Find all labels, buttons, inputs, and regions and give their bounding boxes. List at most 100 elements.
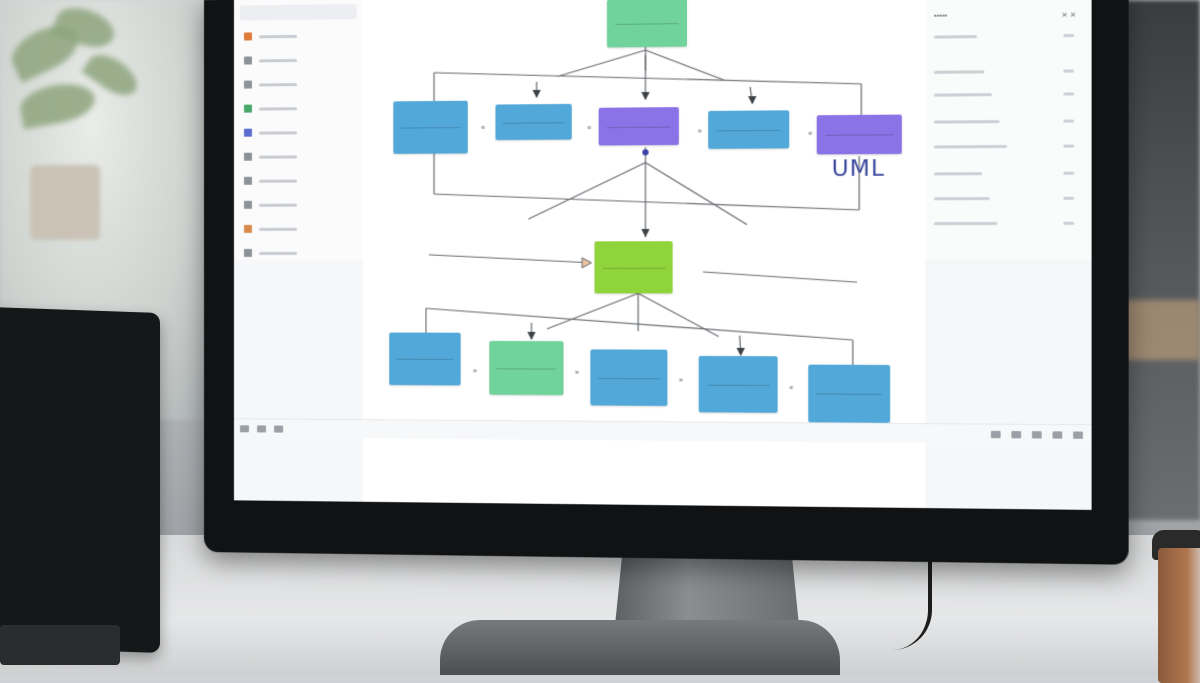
property-row[interactable] [933,33,1075,39]
fit-icon[interactable] [274,425,284,433]
connector-line [434,68,861,87]
property-value [1063,144,1075,148]
class-icon [243,128,252,137]
diagram-node-center[interactable] [594,241,673,294]
diagram-node[interactable] [698,355,778,413]
diagram-node[interactable] [708,110,790,149]
arrowhead [748,96,757,105]
diagram-node[interactable] [598,107,679,146]
arrowhead [641,228,650,238]
property-row[interactable] [933,119,1075,124]
edge-marker: « [587,125,591,132]
sidebar-search[interactable] [239,3,357,21]
zoom-in-icon[interactable] [1011,430,1022,438]
diagram-node[interactable] [489,340,564,396]
sidebar-item-label [259,251,298,255]
diagram-canvas[interactable]: « « » « » » » « UML [362,0,926,509]
connector-line [557,50,645,76]
monitor-screen: « « » « » » » « UML [233,0,1092,510]
property-value [1063,69,1075,73]
fullscreen-icon[interactable] [1031,430,1042,439]
property-label [933,221,998,226]
sidebar-item[interactable] [234,120,363,145]
edge-marker: « [481,125,485,132]
connector-dot [642,149,649,156]
property-label [933,172,983,176]
diagram-node-root[interactable] [606,0,688,48]
edge-marker: « [789,385,793,392]
sidebar-item-label [259,179,298,183]
sidebar-item[interactable] [234,217,363,241]
sidebar-item[interactable] [234,96,363,121]
property-row[interactable] [933,92,1075,97]
property-value [1063,119,1075,123]
property-label [933,197,990,201]
zoom-out-icon[interactable] [990,430,1001,438]
arrowhead [527,331,536,341]
sidebar-item-label [259,82,298,86]
coffee-cup [1158,548,1200,683]
sidebar-item-label [259,203,298,207]
sidebar-item[interactable] [234,241,363,265]
sidebar-item-label [259,58,298,62]
connector-line [528,163,645,220]
laptop-keyboard [0,625,120,665]
connector-icon [243,80,252,89]
status-right-icons [990,430,1083,439]
sidebar-item[interactable] [234,71,363,96]
note-icon [243,152,252,161]
layers-icon[interactable] [257,424,267,432]
arrowhead [736,347,745,357]
sidebar-item[interactable] [234,192,363,217]
property-value [1063,196,1075,200]
properties-panel: ▪▪▪▪▪ ✕ ✕ [925,0,1092,260]
close-icon[interactable]: ✕ ✕ [1061,11,1077,20]
settings-icon[interactable] [1052,430,1063,439]
property-row[interactable] [933,196,1075,201]
shape-library-sidebar [233,0,364,260]
sidebar-item[interactable] [234,168,363,193]
property-value [1063,33,1075,38]
diagram-node[interactable] [590,349,668,406]
connector-line [703,272,857,282]
diagram-node[interactable] [393,100,468,154]
connector-line [547,293,638,329]
connector-line [434,192,859,211]
monitor-bezel: « « » « » » » « UML [204,0,1129,565]
sidebar-item-label [259,34,298,38]
property-value [1063,221,1075,225]
help-icon[interactable] [1073,430,1083,439]
diagram-node[interactable] [495,103,572,141]
grid-icon[interactable] [239,424,249,432]
diagram-node[interactable] [808,364,891,423]
component-icon [243,176,252,185]
diagram-node[interactable] [816,114,902,155]
arrowhead [641,91,650,101]
sidebar-item-label [259,154,298,159]
property-label [933,120,1000,124]
edge-marker: » [473,368,477,375]
property-row[interactable] [933,144,1075,149]
shape-icon [243,32,252,41]
property-row[interactable] [933,171,1075,176]
connector-line [645,162,747,225]
folder-icon [243,224,252,233]
monitor-stand-base [440,620,840,675]
sidebar-item[interactable] [234,47,363,72]
connector-line [645,49,723,81]
property-row[interactable] [933,221,1075,226]
property-label [933,144,1008,149]
connector-line [429,255,590,263]
diagram-node[interactable] [389,332,461,386]
property-row[interactable] [933,69,1075,74]
sidebar-item-label [259,227,298,231]
edge-marker: « [808,131,812,138]
table-icon [243,104,252,113]
properties-title: ▪▪▪▪▪ [933,12,948,20]
sidebar-item[interactable] [234,23,363,49]
arrowhead [582,258,591,268]
sidebar-item[interactable] [234,144,363,169]
property-value [1063,92,1075,96]
sidebar-item-list [234,23,363,265]
sidebar-item-label [259,130,298,135]
